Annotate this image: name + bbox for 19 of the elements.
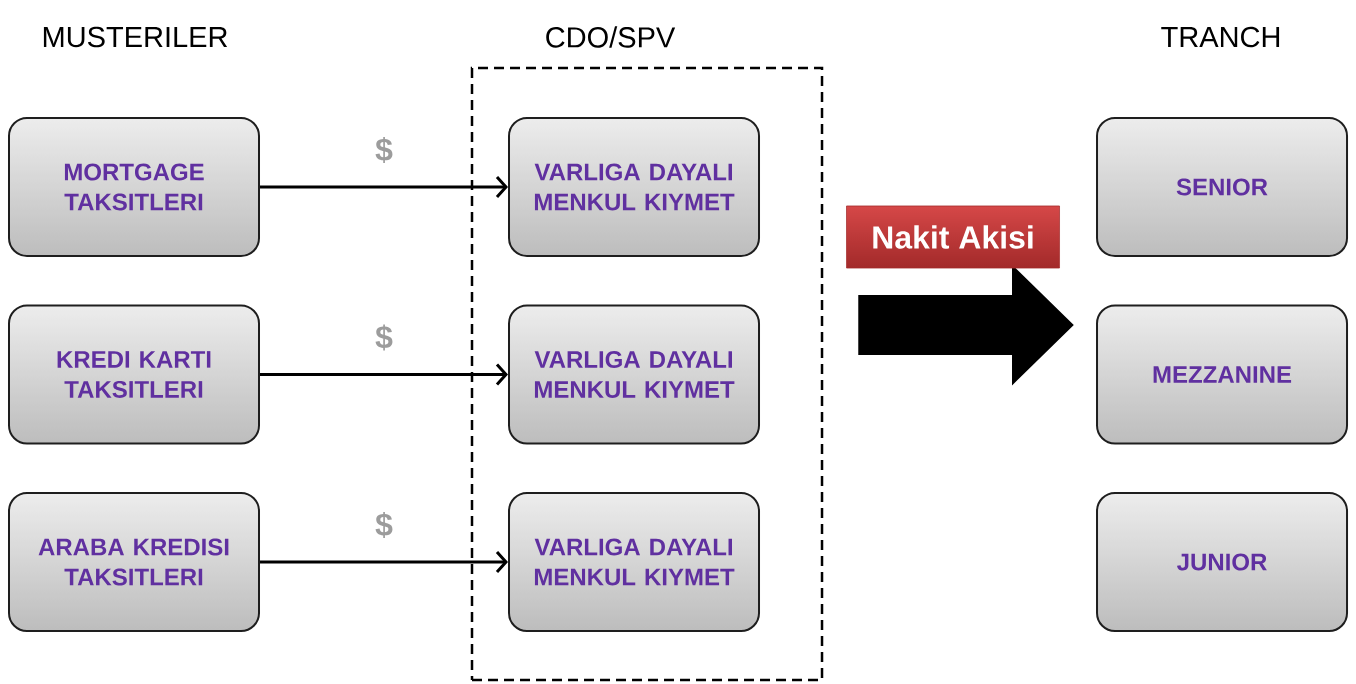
rounded-box: SENIOR — [1096, 117, 1348, 257]
arrow — [260, 176, 508, 198]
arrow — [260, 551, 508, 573]
column-heading: CDO/SPV — [546, 26, 676, 48]
rounded-box: ARABA KREDISI TAKSITLERI — [8, 492, 260, 632]
rounded-box: MEZZANINE — [1096, 304, 1348, 445]
rounded-box: VARLIGA DAYALI MENKUL KIYMET — [508, 304, 760, 445]
edge-label: $ — [375, 324, 393, 351]
rounded-box: VARLIGA DAYALI MENKUL KIYMET — [508, 117, 760, 257]
column-heading: TRANCH — [1161, 26, 1280, 48]
arrow — [260, 363, 508, 386]
rounded-box: KREDI KARTI TAKSITLERI — [8, 304, 260, 445]
rounded-box: MORTGAGE TAKSITLERI — [8, 117, 260, 257]
label-banner: Nakit Akisi — [846, 205, 1060, 269]
rounded-box: VARLIGA DAYALI MENKUL KIYMET — [508, 492, 760, 632]
column-heading: MUSTERILER — [43, 26, 228, 48]
rounded-box: JUNIOR — [1096, 492, 1348, 632]
edge-label: $ — [375, 511, 393, 539]
edge-label: $ — [375, 136, 393, 164]
